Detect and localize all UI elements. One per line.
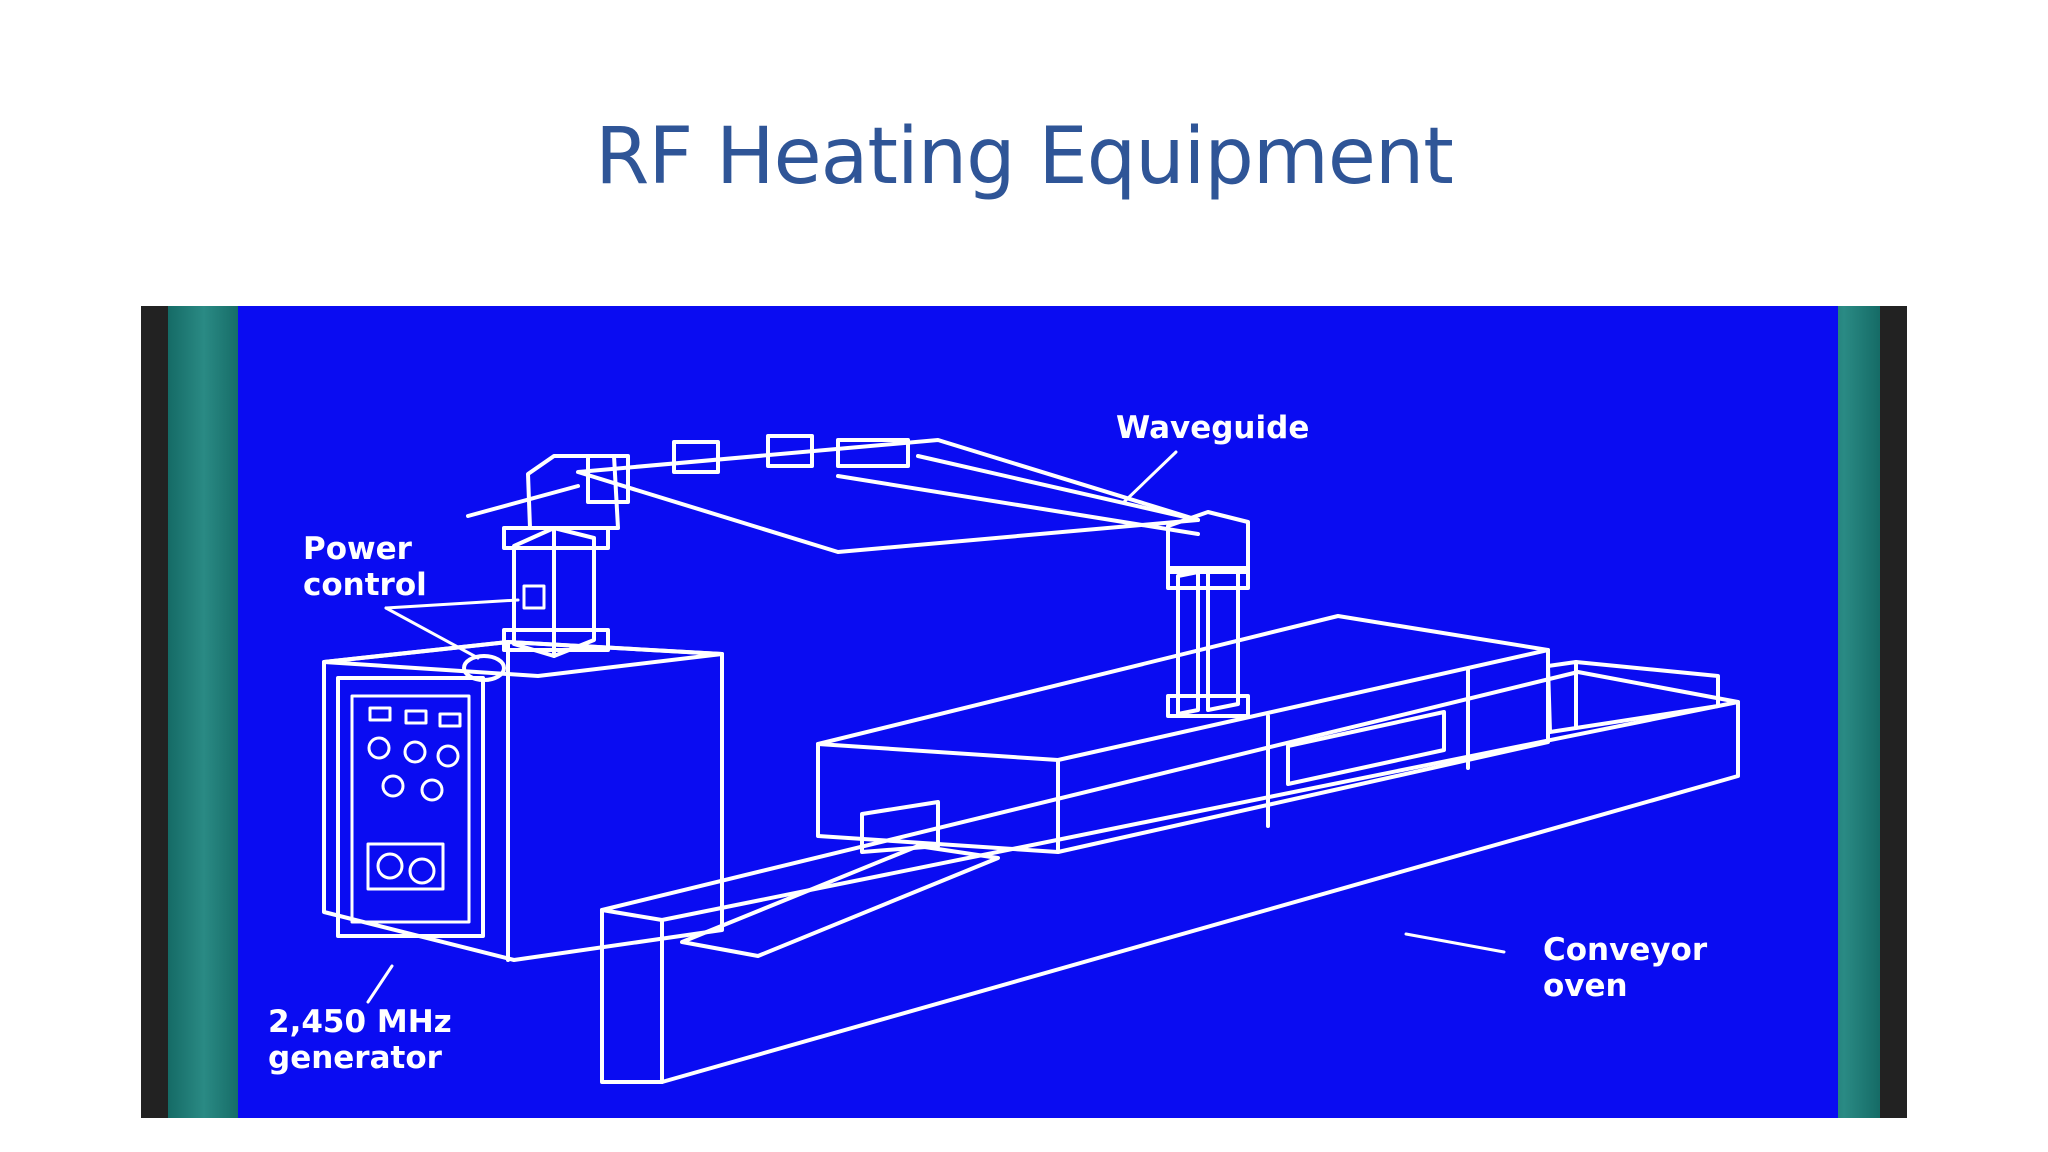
generator-controls	[366, 706, 462, 891]
power-control-knob	[384, 598, 520, 682]
generator-pointer	[366, 964, 394, 1004]
diagram-line-art	[322, 434, 1740, 1084]
generator-cabinet	[322, 640, 724, 962]
rf-heating-diagram: Waveguide Power control 2,450 MHz genera…	[238, 306, 1838, 1118]
generator-label: 2,450 MHz generator	[268, 1004, 452, 1076]
heating-tunnel	[816, 614, 1550, 854]
waveguide-top-run	[466, 434, 1200, 554]
left-side-band	[168, 306, 240, 1118]
power-control-label: Power control	[303, 531, 427, 603]
waveguide-right-riser	[1166, 510, 1250, 718]
figure-frame: Waveguide Power control 2,450 MHz genera…	[141, 306, 1907, 1118]
waveguide-left-riser	[502, 454, 620, 658]
waveguide-pointer	[1122, 450, 1178, 504]
slide-title: RF Heating Equipment	[595, 112, 1454, 202]
conveyor-pointer	[1404, 932, 1506, 954]
conveyor-oven-label: Conveyor oven	[1543, 932, 1708, 1004]
waveguide-label: Waveguide	[1116, 410, 1310, 446]
conveyor-oven	[600, 660, 1740, 1084]
